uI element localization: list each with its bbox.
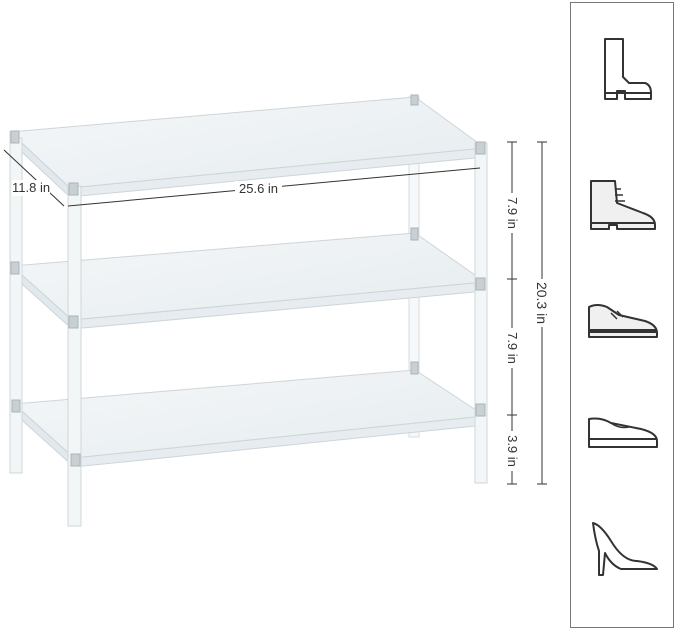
acrylic-shoe-rack-illustration (3, 94, 547, 527)
tier-1-height-label: 7.9 in (504, 193, 520, 233)
dress-shoe-icon (588, 417, 658, 448)
tall-boot-icon (604, 38, 652, 100)
tier-2-height-label: 7.9 in (504, 328, 520, 368)
ankle-boot-icon (590, 180, 656, 230)
footwear-compatibility-panel (570, 2, 674, 628)
depth-label: 11.8 in (12, 180, 51, 196)
total-height-label: 20.3 in (534, 279, 550, 327)
sneaker-icon (588, 304, 658, 338)
width-label: 25.6 in (235, 181, 283, 197)
bottom-clearance-label: 3.9 in (504, 431, 520, 471)
high-heel-icon (592, 522, 658, 576)
rack-connectors (10, 94, 486, 467)
rack-shelf-bottom (12, 369, 487, 469)
rack-front-legs (9, 137, 488, 527)
